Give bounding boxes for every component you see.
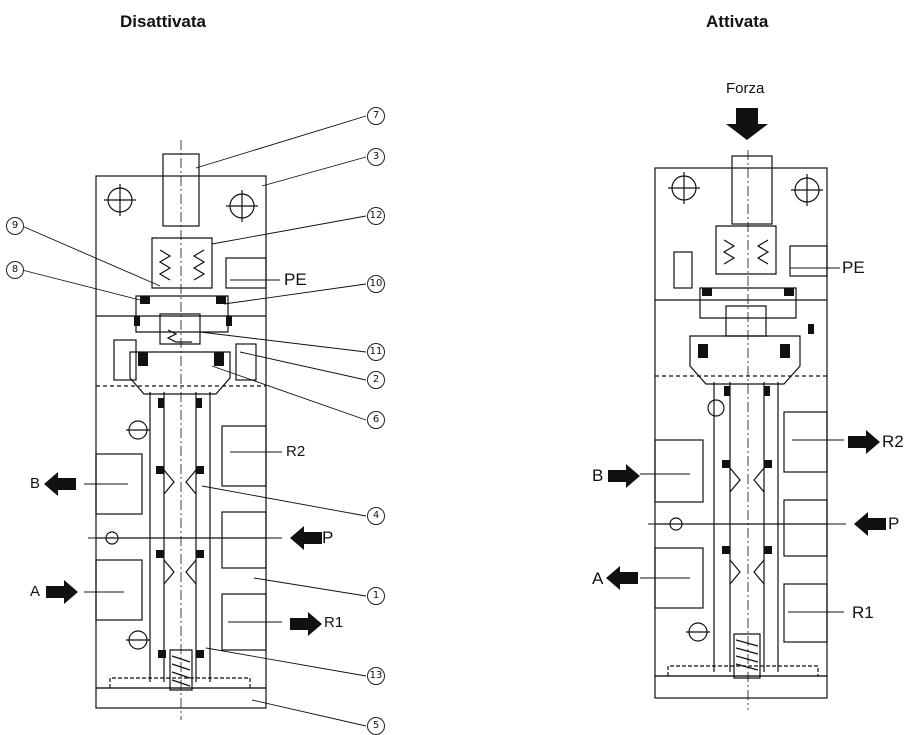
force-label: Forza: [726, 80, 765, 97]
left-seals: [134, 296, 232, 658]
right-label-r1: R1: [852, 603, 874, 622]
right-leaders: [640, 267, 846, 613]
right-arrow-p: [854, 512, 886, 536]
title-activated: Attivata: [706, 12, 769, 31]
left-leaders: [21, 115, 367, 727]
right-label-p: P: [888, 514, 900, 533]
left-valve-body: [95, 140, 267, 720]
right-arrow-a: [606, 566, 638, 590]
left-label-a: A: [30, 583, 41, 600]
left-arrow-r1: [290, 612, 322, 636]
left-arrow-p: [290, 526, 322, 550]
left-arrow-b: [44, 472, 76, 496]
right-label-r2: R2: [882, 432, 904, 451]
left-label-pe: PE: [284, 270, 307, 289]
callout-5: 5: [367, 717, 385, 735]
right-arrows: [606, 108, 886, 590]
callout-9: 9: [6, 217, 24, 235]
callout-7: 7: [367, 107, 385, 125]
callout-2: 2: [367, 371, 385, 389]
right-valve-body: [654, 150, 828, 710]
callout-11: 11: [367, 343, 385, 361]
callout-13: 13: [367, 667, 385, 685]
right-label-a: A: [592, 569, 604, 588]
title-deactivated: Disattivata: [120, 12, 206, 31]
right-label-b: B: [592, 466, 604, 485]
right-label-pe: PE: [842, 258, 865, 277]
callout-1: 1: [367, 587, 385, 605]
left-label-r2: R2: [286, 443, 306, 460]
left-label-r1: R1: [324, 614, 344, 631]
right-arrow-force: [726, 108, 768, 140]
right-arrow-r2: [848, 430, 880, 454]
left-arrow-a: [46, 580, 78, 604]
left-arrows: [44, 472, 322, 636]
callout-10: 10: [367, 275, 385, 293]
left-label-p: P: [322, 528, 334, 547]
callout-3: 3: [367, 148, 385, 166]
callout-8: 8: [6, 261, 24, 279]
callout-6: 6: [367, 411, 385, 429]
right-arrow-b: [608, 464, 640, 488]
callout-4: 4: [367, 507, 385, 525]
right-seals: [698, 288, 814, 554]
left-label-b: B: [30, 475, 41, 492]
callout-12: 12: [367, 207, 385, 225]
